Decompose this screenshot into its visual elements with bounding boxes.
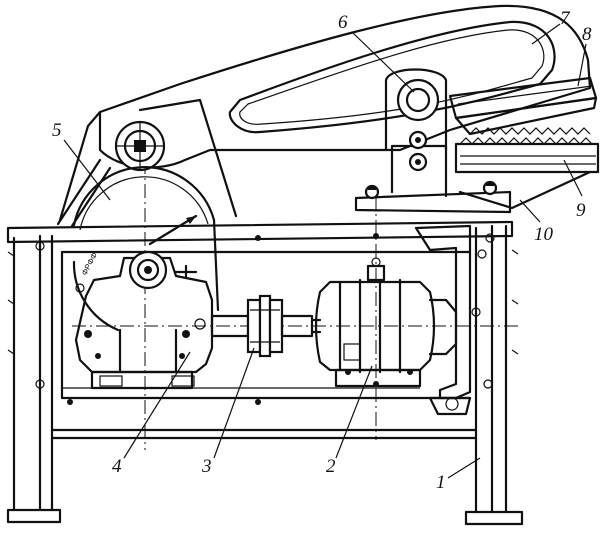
pivot-block <box>384 68 448 172</box>
callout-9: 9 <box>576 200 586 221</box>
callout-7: 7 <box>560 8 571 29</box>
motor-guard <box>414 224 481 416</box>
callout-10: 10 <box>534 224 554 245</box>
callout-2: 2 <box>326 456 336 477</box>
lower-blade <box>454 137 600 174</box>
left-foot <box>6 508 62 524</box>
frame-bolts <box>67 233 487 405</box>
callout-labels: 1 2 3 4 5 6 7 8 9 10 <box>52 8 592 493</box>
callout-1: 1 <box>436 472 446 493</box>
coupling <box>210 294 314 358</box>
callout-8: 8 <box>582 24 592 45</box>
crank-pin <box>114 120 166 172</box>
flywheel-marking: ΦΡΦΦ <box>80 251 99 277</box>
leader-lines <box>63 23 587 479</box>
callout-6: 6 <box>338 12 348 33</box>
shear-arm <box>56 4 592 228</box>
callout-4: 4 <box>112 456 122 477</box>
callout-3: 3 <box>201 456 212 477</box>
gear-housing <box>74 250 214 390</box>
center-lines <box>72 160 520 450</box>
callout-5: 5 <box>52 120 62 141</box>
upper-blade <box>448 76 598 136</box>
right-foot <box>464 510 524 526</box>
motor <box>310 257 458 388</box>
